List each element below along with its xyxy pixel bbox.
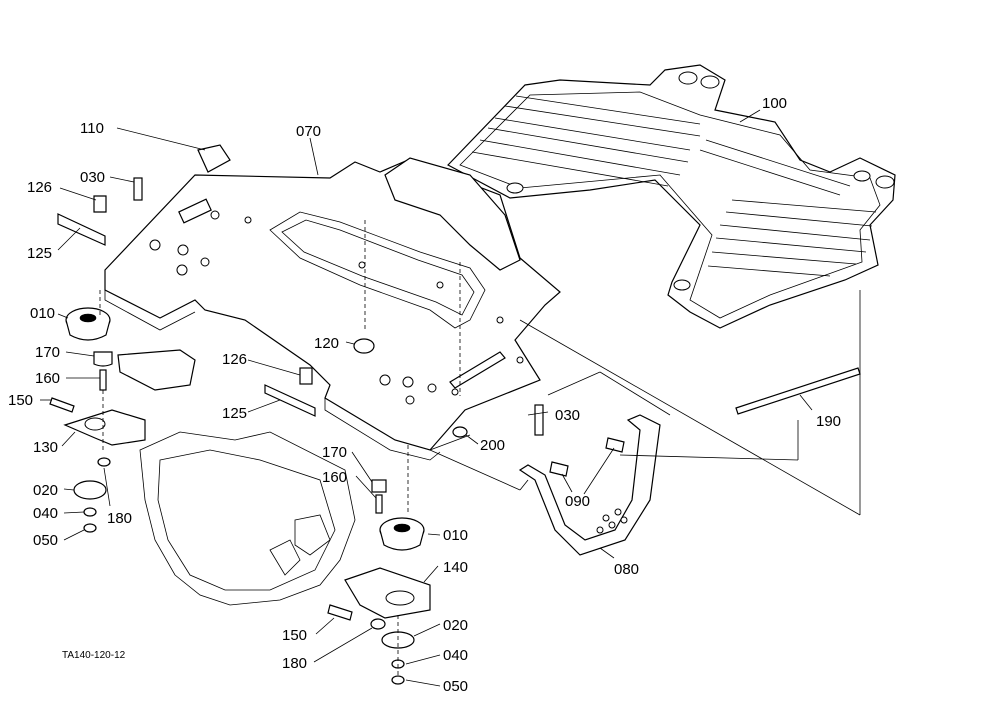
callout-160: 160	[35, 370, 60, 387]
callout-150: 150	[8, 392, 33, 409]
left-mount-assembly	[49, 144, 231, 533]
transmission-housing	[139, 431, 356, 606]
right-mount-assembly	[264, 338, 544, 685]
callout-010: 010	[443, 527, 468, 544]
callout-040: 040	[33, 505, 58, 522]
callout-125: 125	[27, 245, 52, 262]
callout-080: 080	[614, 561, 639, 578]
callout-070: 070	[296, 123, 321, 140]
callout-050: 050	[33, 532, 58, 549]
step-plate-part	[104, 157, 561, 461]
callout-125: 125	[222, 405, 247, 422]
callout-170: 170	[35, 344, 60, 361]
callout-150: 150	[282, 627, 307, 644]
callout-200: 200	[480, 437, 505, 454]
callout-140: 140	[443, 559, 468, 576]
callout-120: 120	[314, 335, 339, 352]
callout-190: 190	[816, 413, 841, 430]
callout-040: 040	[443, 647, 468, 664]
callout-labels: 110 070 100 030 126 125 010 170 160 150 …	[8, 95, 841, 695]
drawing-code: TA140-120-12	[62, 650, 126, 661]
callout-090: 090	[565, 493, 590, 510]
callout-126: 126	[222, 351, 247, 368]
callout-130: 130	[33, 439, 58, 456]
callout-030: 030	[80, 169, 105, 186]
leader-lines	[40, 109, 861, 687]
floor-mat-part	[447, 64, 896, 329]
callout-160: 160	[322, 469, 347, 486]
callout-170: 170	[322, 444, 347, 461]
callout-030: 030	[555, 407, 580, 424]
callout-126: 126	[27, 179, 52, 196]
callout-110: 110	[80, 120, 104, 137]
callout-020: 020	[33, 482, 58, 499]
stay-bracket-part	[518, 367, 861, 556]
callout-050: 050	[443, 678, 468, 695]
callout-100: 100	[762, 95, 787, 112]
callout-010: 010	[30, 305, 55, 322]
callout-180: 180	[282, 655, 307, 672]
callout-180: 180	[107, 510, 132, 527]
callout-020: 020	[443, 617, 468, 634]
